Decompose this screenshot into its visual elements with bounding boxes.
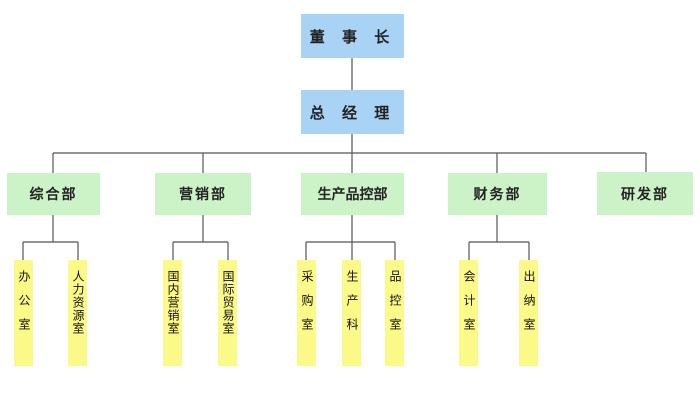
room-kuaiji-label: 会计室 xyxy=(462,270,476,342)
dept-zonghe-label: 综合部 xyxy=(29,187,78,203)
chairman-box: 董 事 长 xyxy=(301,14,404,58)
room-renli-ziyuan-label: 人力资源室 xyxy=(71,270,85,335)
room-pinkong-box: 品控室 xyxy=(385,260,404,366)
room-chuna-box: 出纳室 xyxy=(519,260,538,366)
general-manager-label: 总 经 理 xyxy=(309,103,396,122)
dept-zonghe-box: 综合部 xyxy=(7,173,100,215)
room-chuna-label: 出纳室 xyxy=(522,270,536,342)
dept-shengchan-pinkong-label: 生产品控部 xyxy=(317,187,388,203)
dept-yanfa-label: 研发部 xyxy=(621,186,669,203)
room-guoji-maoyi-label: 国际贸易室 xyxy=(221,270,235,335)
dept-yingxiao-label: 营销部 xyxy=(179,187,227,203)
room-guoji-maoyi-box: 国际贸易室 xyxy=(218,260,237,366)
dept-yanfa-box: 研发部 xyxy=(597,172,693,215)
room-bangong-box: 办公室 xyxy=(14,260,33,366)
room-pinkong-label: 品控室 xyxy=(388,270,402,342)
room-guonei-yingxiao-box: 国内营销室 xyxy=(163,260,182,366)
chairman-label: 董 事 长 xyxy=(309,27,396,46)
room-guonei-yingxiao-label: 国内营销室 xyxy=(166,270,180,335)
room-caigou-label: 采购室 xyxy=(300,270,314,342)
room-caigou-box: 采购室 xyxy=(297,260,316,366)
dept-shengchan-pinkong-box: 生产品控部 xyxy=(301,173,404,215)
dept-caiwu-box: 财务部 xyxy=(448,173,547,215)
room-shengchan-ke-box: 生产科 xyxy=(342,260,361,366)
dept-yingxiao-box: 营销部 xyxy=(155,173,251,215)
dept-caiwu-label: 财务部 xyxy=(473,187,522,203)
room-shengchan-ke-label: 生产科 xyxy=(345,270,359,342)
room-renli-ziyuan-box: 人力资源室 xyxy=(68,260,87,366)
room-kuaiji-box: 会计室 xyxy=(459,260,478,366)
room-bangong-label: 办公室 xyxy=(17,270,31,342)
general-manager-box: 总 经 理 xyxy=(301,90,404,134)
